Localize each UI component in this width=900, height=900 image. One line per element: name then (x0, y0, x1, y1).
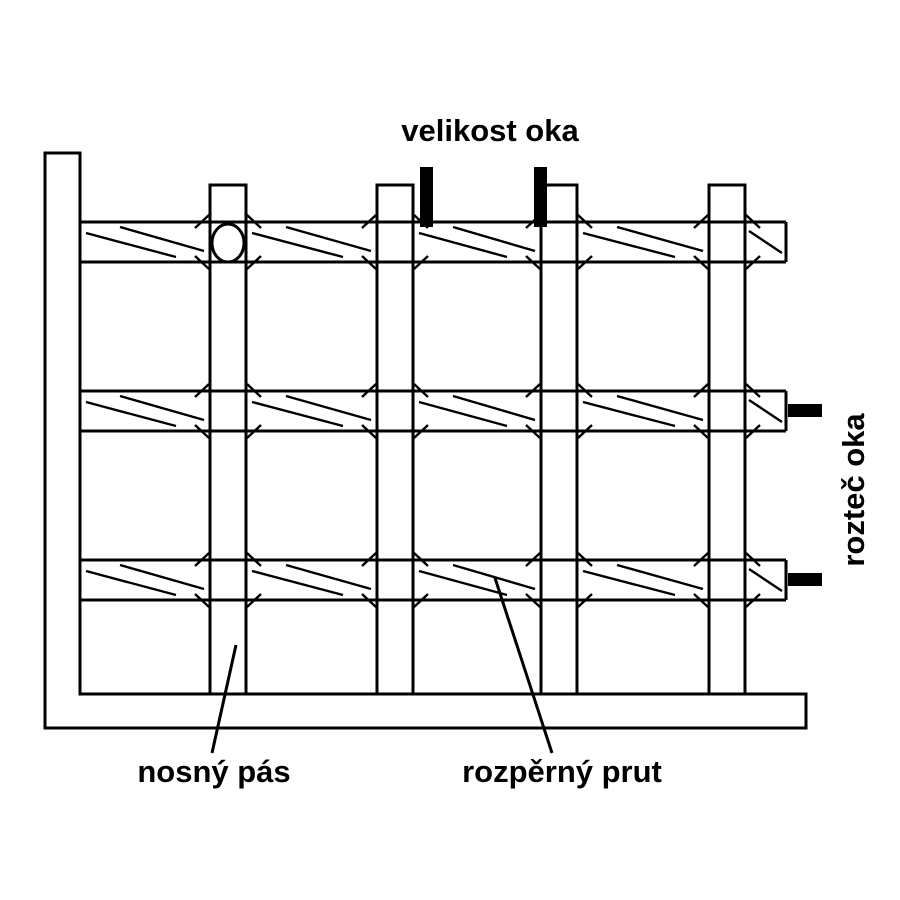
bearing-bars (208, 183, 747, 696)
pitch-marker-top (788, 404, 822, 417)
cross-bar-rows (80, 214, 788, 608)
cross-bar-row (80, 552, 788, 608)
bearing-bar (208, 183, 248, 696)
mesh-size-label: velikost oka (401, 113, 579, 148)
mesh-size-marker-right (534, 167, 547, 227)
bearing-bar (539, 183, 579, 696)
bearing-bar (707, 183, 747, 696)
leader-line-cross-bar (493, 577, 554, 754)
cross-bar-label: rozpěrný prut (462, 754, 662, 789)
leader-line-bearing-bar (210, 644, 238, 754)
bearing-bar (375, 183, 415, 696)
bearing-bar-label: nosný pás (137, 754, 290, 789)
cross-bar-row (80, 383, 788, 439)
mesh-size-marker-left (420, 167, 433, 227)
pitch-marker-bottom (788, 573, 822, 586)
l-frame (43, 151, 808, 730)
pitch-label: rozteč oka (836, 413, 871, 567)
weld-dot (210, 222, 246, 264)
